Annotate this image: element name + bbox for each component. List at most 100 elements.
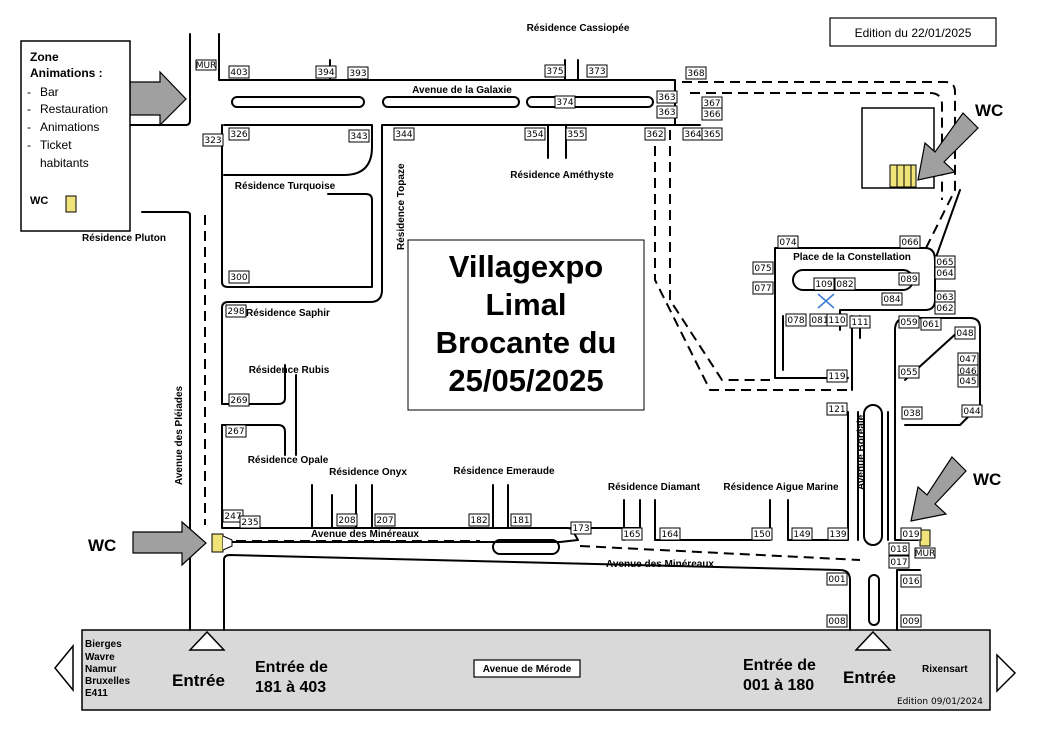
house-number-box: 078 bbox=[785, 313, 807, 327]
street-avenue-mineraux-2: Avenue des Minéreaux bbox=[606, 559, 714, 570]
house-number-box: 298 bbox=[225, 304, 247, 318]
house-number: 182 bbox=[470, 516, 487, 526]
house-number: 364 bbox=[684, 130, 701, 140]
house-number: 111 bbox=[851, 318, 868, 328]
direction-bierges: Bierges bbox=[85, 639, 122, 650]
house-number-box: 066 bbox=[899, 235, 921, 249]
house-number: 403 bbox=[230, 68, 247, 78]
title-line-3: Brocante du bbox=[436, 325, 617, 360]
house-number: 247 bbox=[224, 512, 241, 522]
house-number-box: 048 bbox=[954, 326, 976, 340]
house-number-box: 074 bbox=[777, 235, 799, 249]
entrance-range-right-2: 001 à 180 bbox=[743, 677, 814, 694]
house-number-box: 109 bbox=[813, 277, 835, 291]
house-number: 164 bbox=[661, 530, 678, 540]
title-line-4: 25/05/2025 bbox=[448, 363, 603, 398]
house-number: 064 bbox=[936, 269, 953, 279]
house-number-box: 355 bbox=[565, 127, 587, 141]
house-number: 393 bbox=[349, 69, 366, 79]
house-number-box: 064 bbox=[934, 266, 956, 280]
house-number-box: 365 bbox=[701, 127, 723, 141]
house-number: 045 bbox=[959, 377, 976, 387]
house-number: 063 bbox=[936, 293, 953, 303]
house-number: 150 bbox=[753, 530, 770, 540]
house-number: 368 bbox=[687, 69, 704, 79]
edition-box bbox=[829, 17, 997, 47]
house-number: 394 bbox=[317, 68, 334, 78]
house-number-box: 363 bbox=[656, 90, 678, 104]
house-number-box: 343 bbox=[348, 129, 370, 143]
house-number-box: 149 bbox=[791, 527, 813, 541]
house-number: 326 bbox=[230, 130, 247, 140]
title-line-2: Limal bbox=[486, 287, 567, 322]
house-number: 062 bbox=[936, 304, 953, 314]
house-number-box: 150 bbox=[751, 527, 773, 541]
house-number-box: 267 bbox=[225, 424, 247, 438]
zone-bullet-2: - bbox=[27, 102, 31, 116]
house-number-box: 354 bbox=[524, 127, 546, 141]
toilet-icon-zone bbox=[65, 195, 77, 213]
house-number-box: 326 bbox=[228, 127, 250, 141]
wc-label-left: WC bbox=[88, 536, 116, 555]
house-number: 018 bbox=[890, 545, 907, 555]
house-number: 008 bbox=[828, 617, 845, 627]
direction-left-arrow-icon bbox=[54, 643, 74, 693]
house-number: 019 bbox=[902, 530, 919, 540]
house-number: 081 bbox=[811, 316, 828, 326]
house-number: 046 bbox=[959, 367, 976, 377]
house-number-box: 208 bbox=[336, 513, 358, 527]
house-number: 269 bbox=[230, 396, 247, 406]
residence-amethyste: Résidence Améthyste bbox=[510, 170, 614, 181]
edition-bottom: Edition 09/01/2024 bbox=[897, 697, 983, 707]
wall-label-top: MUR bbox=[196, 61, 217, 71]
house-number: 181 bbox=[512, 516, 529, 526]
zone-arrow-icon bbox=[129, 70, 187, 127]
entrance-range-left-2: 181 à 403 bbox=[255, 679, 326, 696]
wc-arrow-bottomright-icon bbox=[910, 456, 967, 522]
house-number-box: 375 bbox=[544, 64, 566, 78]
residence-emeraude: Résidence Emeraude bbox=[453, 466, 555, 477]
house-number-box: 017 bbox=[888, 555, 910, 569]
house-number-box: 077 bbox=[752, 281, 774, 295]
house-number-box: 362 bbox=[644, 127, 666, 141]
house-number-box: 269 bbox=[228, 393, 250, 407]
house-number-box: 121 bbox=[826, 402, 848, 416]
zone-title-2: Animations : bbox=[30, 66, 103, 80]
house-number: 089 bbox=[900, 275, 917, 285]
zone-bullet-1: - bbox=[27, 85, 31, 99]
title-box bbox=[407, 239, 645, 411]
house-number: 149 bbox=[793, 530, 810, 540]
house-number: 355 bbox=[567, 130, 584, 140]
house-number: 375 bbox=[546, 67, 563, 77]
house-number-box: 165 bbox=[621, 527, 643, 541]
house-number: 038 bbox=[903, 409, 920, 419]
house-number: 078 bbox=[787, 316, 804, 326]
house-number-box: 181 bbox=[510, 513, 532, 527]
house-number-box: 164 bbox=[659, 527, 681, 541]
house-number-box: 111 bbox=[849, 315, 871, 329]
residence-diamant: Résidence Diamant bbox=[608, 482, 701, 493]
house-number-box: 063 bbox=[934, 290, 956, 304]
house-number-box: 173 bbox=[570, 521, 592, 535]
house-number: 119 bbox=[828, 372, 845, 382]
zone-bullet-4: - bbox=[27, 138, 31, 152]
direction-wavre: Wavre bbox=[85, 652, 115, 663]
house-number: 121 bbox=[828, 405, 845, 415]
house-number: 047 bbox=[959, 355, 976, 365]
house-number-box: 045 bbox=[957, 374, 979, 388]
entrance-right-label: Entrée bbox=[843, 668, 896, 687]
house-number: 077 bbox=[754, 284, 771, 294]
entrance-range-left-1: Entrée de bbox=[255, 659, 328, 676]
zone-item-restauration: Restauration bbox=[40, 102, 108, 116]
residence-saphir: Résidence Saphir bbox=[246, 308, 330, 319]
house-number-box: 363 bbox=[656, 105, 678, 119]
house-number-box: 016 bbox=[900, 574, 922, 588]
house-number-box: 008 bbox=[826, 614, 848, 628]
house-number: 139 bbox=[829, 530, 846, 540]
wc-label-topright: WC bbox=[975, 101, 1003, 120]
house-number: 374 bbox=[556, 98, 573, 108]
zone-title-1: Zone bbox=[30, 50, 59, 64]
wc-arrow-topright-icon bbox=[917, 112, 979, 181]
toilet-icon-left bbox=[211, 533, 233, 553]
house-number: 165 bbox=[623, 530, 640, 540]
